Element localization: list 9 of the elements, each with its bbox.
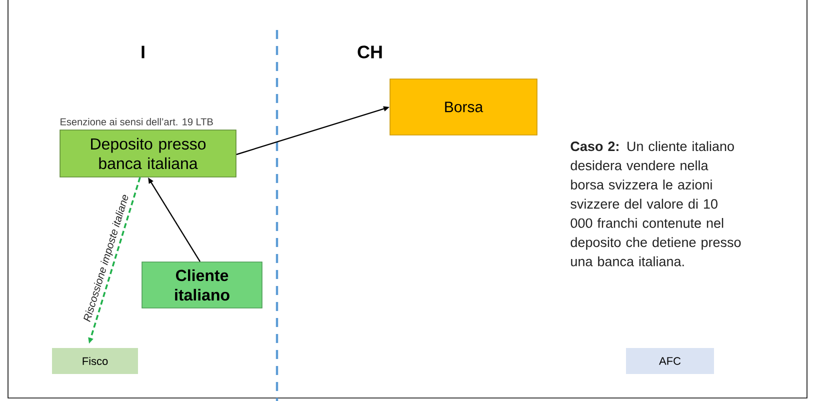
note-text: Esenzione ai sensi dell’art. 19 LTB [60, 118, 213, 126]
process-box: Borsa [390, 78, 538, 136]
process-box: AFC [626, 348, 714, 374]
process-box: Cliente italiano [142, 262, 262, 308]
description-text: Caso 2: Un cliente italiano desidera vendere nella borsa svizzera le azioni svizzere del valore di 10 000 franchi contenute nel deposito che detiene presso una banca italiana. [570, 141, 741, 266]
process-box: Fisco [52, 348, 138, 374]
region-label: CH [358, 46, 382, 58]
region-label: I [142, 46, 144, 58]
process-box: Deposito presso banca italiana [60, 130, 236, 178]
